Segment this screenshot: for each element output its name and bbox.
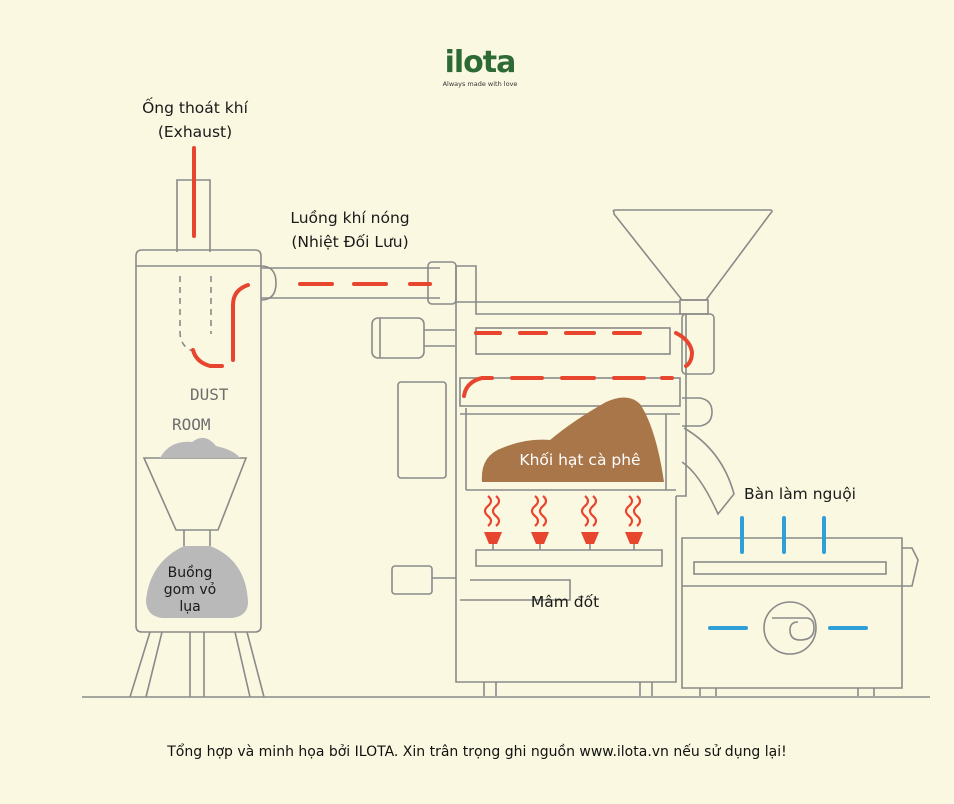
inner-duct [179,276,212,353]
chaff-label-1: Buồng [167,565,213,581]
gas-valve [391,565,433,595]
chaff-pile [146,546,248,618]
drum-top [459,377,681,407]
drum-door [682,397,713,427]
exhaust-label-vi: Ống thoát khí [142,99,248,117]
footer-credit: Tổng hợp và minh họa bởi ILOTA. Xin trân… [167,744,787,760]
cooling-grid [693,561,887,575]
cooling-fan [763,601,817,655]
ilota-logo: ilota Always made with love [435,45,525,89]
coffee-bean-mass [481,397,664,482]
hopper-neck [679,299,709,315]
logo-wordmark: ilota [444,45,517,80]
burner-flames [483,495,643,550]
chaff-label-2: gom vỏ [163,582,217,598]
chaff-label-3: lụa [179,599,201,615]
cool-air-flow [708,516,868,630]
drum-motor [371,317,425,359]
chaff-room-label: Buồng gom vỏ lụa [148,565,232,616]
machine-outline [82,179,930,698]
control-panel [397,381,447,479]
dust-room-label-1: DUST [190,385,229,404]
hot-air-label-vi: Luồng khí nóng [290,209,410,227]
exhaust-label: Ống thoát khí (Exhaust) [120,96,270,144]
hot-air-duct [261,267,440,299]
cooling-label: Bàn làm nguội [744,485,856,503]
dust-room-legs [129,631,265,698]
logo-tagline: Always made with love [442,80,518,88]
roaster-body [455,265,687,683]
dust-room-label-2: ROOM [172,415,211,434]
cooling-tray-body [681,537,903,689]
bean-hopper [612,209,773,301]
upper-chamber [475,327,671,355]
hot-air-label-sub: (Nhiệt Đối Lưu) [291,233,409,251]
burner-label: Mâm đốt [530,593,600,611]
burner-rail [475,549,663,567]
beans-label: Khối hạt cà phê [519,451,641,469]
exhaust-label-en: (Exhaust) [157,123,233,141]
dust-room-body [135,249,262,633]
hot-air-flow [191,146,695,398]
chaff-funnel [142,457,248,531]
dust-pile [160,437,240,458]
discharge-chute [681,427,735,516]
hot-air-label: Luồng khí nóng (Nhiệt Đối Lưu) [270,206,430,254]
